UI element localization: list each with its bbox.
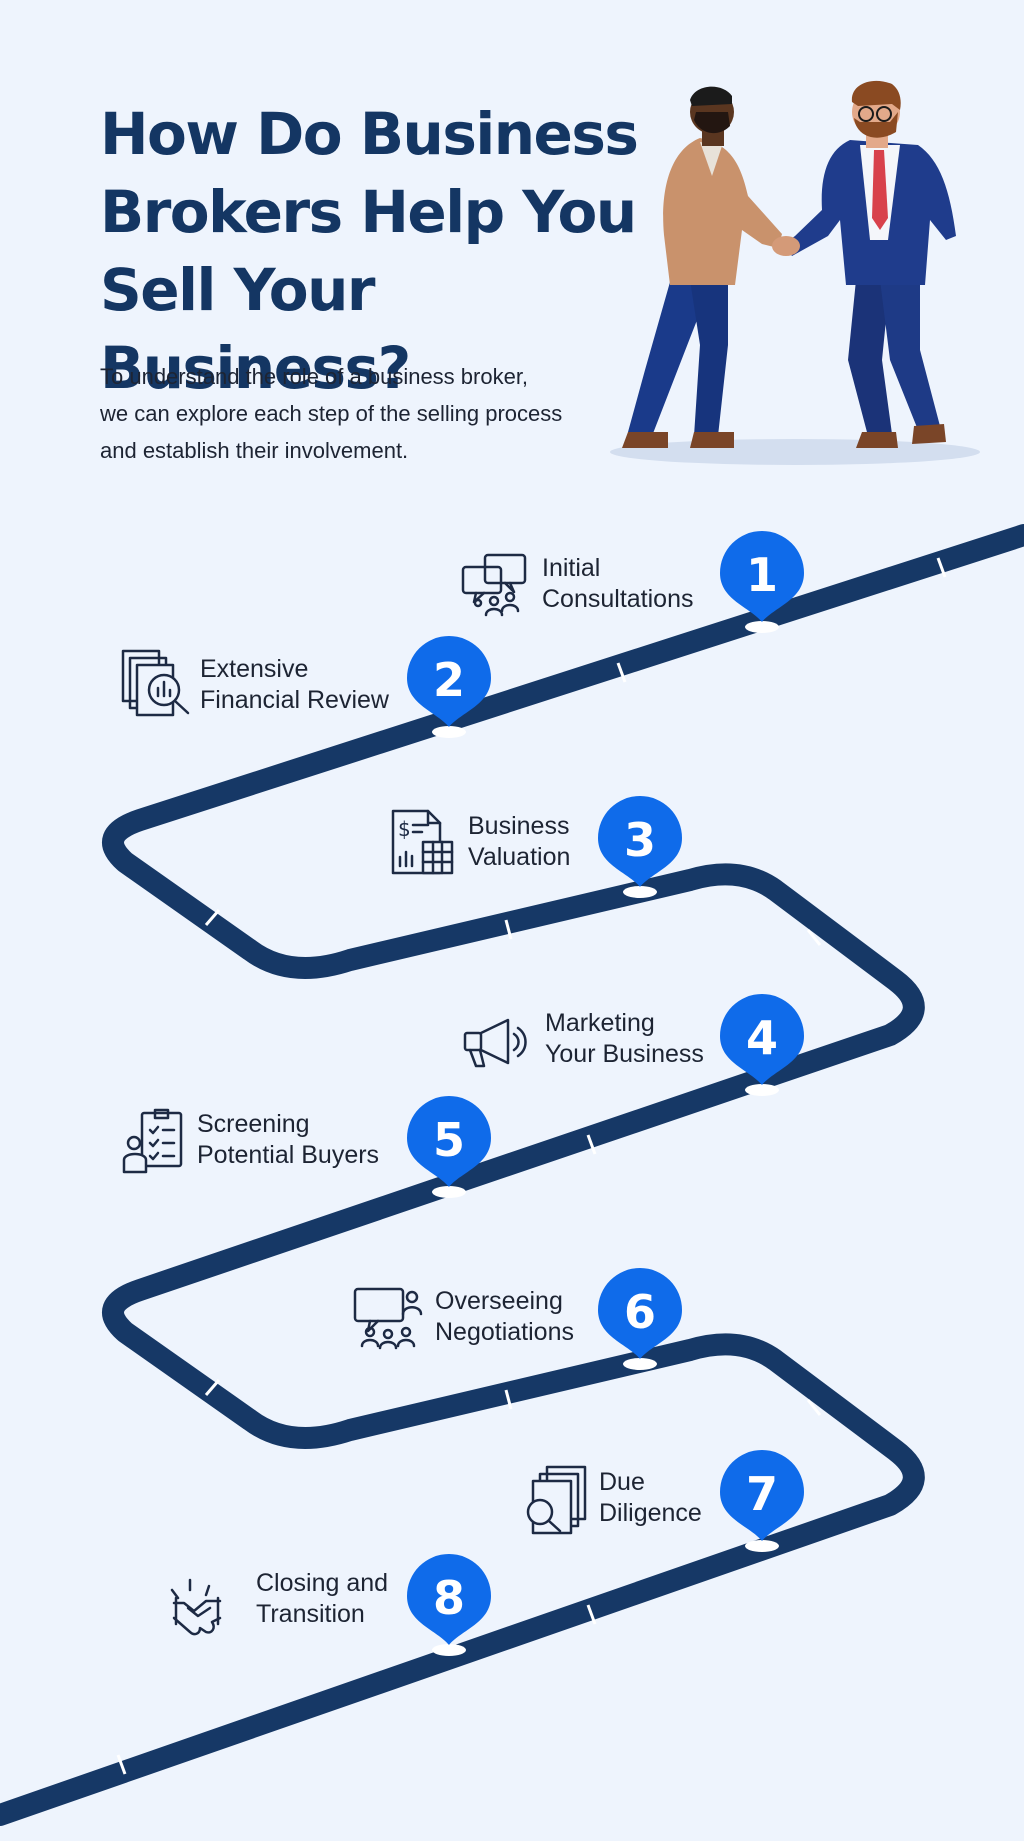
- left-businessman: [622, 86, 782, 448]
- step-number: 5: [433, 1113, 465, 1167]
- step-label-8: Closing and Transition: [256, 1568, 388, 1630]
- step-title-line: Diligence: [599, 1499, 702, 1527]
- step-title-line: Marketing: [545, 1009, 655, 1037]
- step-marker-6: 6: [598, 1268, 682, 1370]
- right-businessman: [784, 80, 956, 448]
- step-marker-2: 2: [407, 636, 491, 738]
- intro-line: we can explore each step of the selling …: [100, 401, 563, 426]
- step-title-line: Extensive: [200, 655, 309, 683]
- step-number: 8: [433, 1571, 465, 1625]
- step-number: 1: [746, 548, 778, 602]
- step-title-line: Closing and: [256, 1569, 389, 1597]
- step-label-6: Overseeing Negotiations: [435, 1286, 574, 1348]
- road-path: [0, 524, 1024, 1826]
- step-label-3: Business Valuation: [468, 811, 570, 873]
- title-line: Sell Your Business?: [100, 256, 411, 402]
- step-number: 7: [746, 1467, 778, 1521]
- valuation-calculator-icon: $: [391, 809, 454, 875]
- step-label-5: Screening Potential Buyers: [197, 1109, 379, 1171]
- step-title-line: Business: [468, 812, 570, 840]
- step-marker-3: 3: [598, 796, 682, 898]
- step-marker-5: 5: [407, 1096, 491, 1198]
- documents-search-icon: [526, 1465, 587, 1535]
- svg-text:$: $: [398, 817, 411, 841]
- step-title-line: Financial Review: [200, 686, 389, 714]
- step-label-4: Marketing Your Business: [545, 1008, 704, 1070]
- megaphone-icon: [463, 1018, 527, 1068]
- negotiation-icon: [353, 1287, 423, 1350]
- step-title-line: Consultations: [542, 585, 694, 613]
- road-dashes: [116, 557, 947, 1775]
- step-title-line: Negotiations: [435, 1318, 574, 1346]
- step-title-line: Due: [599, 1468, 645, 1496]
- step-title-line: Screening: [197, 1110, 310, 1138]
- step-label-2: Extensive Financial Review: [200, 654, 389, 716]
- handshake-icon: [170, 1578, 222, 1636]
- intro-text: To understand the role of a business bro…: [100, 358, 620, 469]
- step-number: 4: [746, 1011, 778, 1065]
- intro-line: and establish their involvement.: [100, 438, 409, 463]
- consultation-chat-icon: [461, 553, 527, 617]
- page-title: How Do Business Brokers Help You Sell Yo…: [100, 95, 660, 407]
- handshake-illustration: [610, 80, 980, 465]
- financial-review-icon: [121, 649, 190, 717]
- title-line: How Do Business: [100, 100, 639, 168]
- step-marker-7: 7: [720, 1450, 804, 1552]
- step-title-line: Valuation: [468, 843, 571, 871]
- step-title-line: Transition: [256, 1600, 365, 1628]
- step-title-line: Your Business: [545, 1040, 704, 1068]
- step-label-1: Initial Consultations: [542, 553, 693, 615]
- step-label-7: Due Diligence: [599, 1467, 702, 1529]
- step-title-line: Overseeing: [435, 1287, 563, 1315]
- step-number: 2: [433, 653, 465, 707]
- checklist-icon: [122, 1108, 183, 1174]
- title-line: Brokers Help You: [100, 178, 637, 246]
- step-marker-1: 1: [720, 531, 804, 633]
- step-marker-4: 4: [720, 994, 804, 1096]
- step-marker-8: 8: [407, 1554, 491, 1656]
- step-number: 6: [624, 1285, 656, 1339]
- step-title-line: Potential Buyers: [197, 1141, 380, 1169]
- step-number: 3: [624, 813, 656, 867]
- intro-line: To understand the role of a business bro…: [100, 364, 529, 389]
- step-title-line: Initial: [542, 554, 601, 582]
